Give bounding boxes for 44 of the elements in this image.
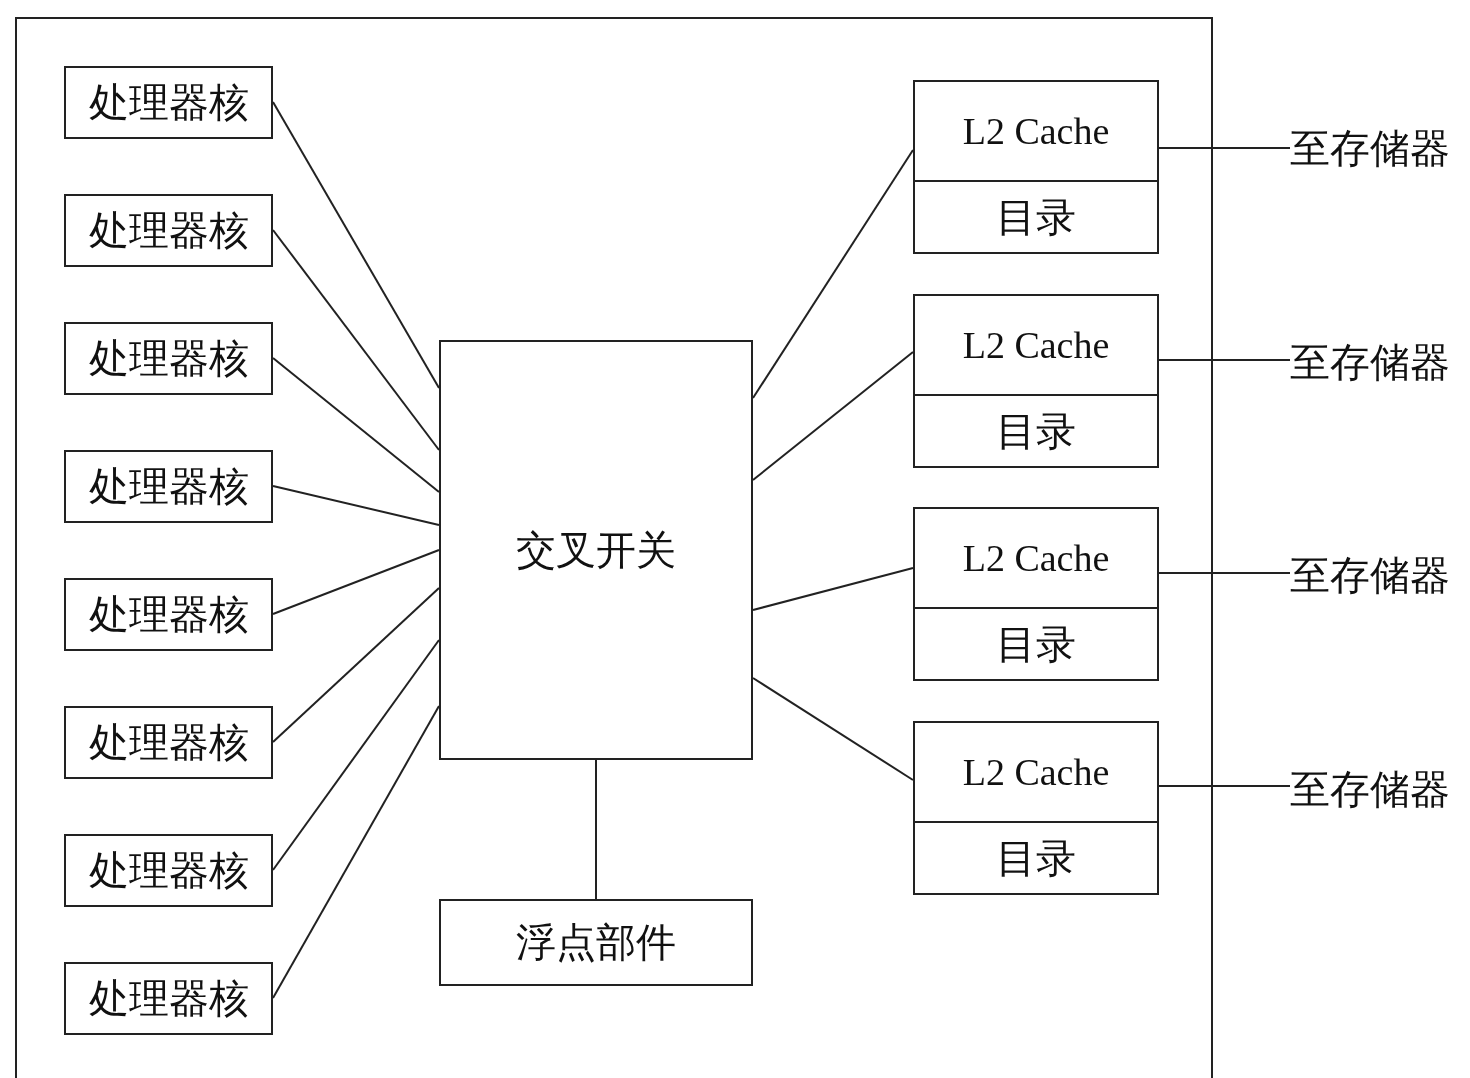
core-box: 处理器核	[64, 706, 273, 779]
connector-line	[272, 229, 440, 451]
cache-section: L2 Cache	[915, 723, 1157, 823]
connector-line	[272, 639, 440, 871]
connector-line	[272, 705, 440, 999]
core-box: 处理器核	[64, 322, 273, 395]
core-box: 处理器核	[64, 578, 273, 651]
directory-section: 目录	[915, 609, 1157, 679]
connector-line	[272, 587, 440, 743]
connector-line	[272, 485, 440, 526]
core-box: 处理器核	[64, 194, 273, 267]
cache-section: L2 Cache	[915, 82, 1157, 182]
connector-line	[595, 759, 597, 900]
directory-section: 目录	[915, 396, 1157, 466]
cache-box	[913, 507, 1159, 681]
core-box: 处理器核	[64, 834, 273, 907]
core-box: 处理器核	[64, 962, 273, 1035]
connector-line	[272, 357, 440, 493]
cache-box	[913, 80, 1159, 254]
core-box: 处理器核	[64, 450, 273, 523]
connector-line	[1158, 147, 1291, 149]
directory-section: 目录	[915, 182, 1157, 252]
cache-box	[913, 294, 1159, 468]
connector-line	[1158, 359, 1291, 361]
connector-line	[272, 549, 440, 615]
memory-label: 至存储器	[1290, 336, 1470, 388]
core-box: 处理器核	[64, 66, 273, 139]
connector-line	[1158, 572, 1291, 574]
connector-line	[752, 677, 914, 781]
connector-line	[272, 101, 440, 389]
cache-section: L2 Cache	[915, 509, 1157, 609]
memory-label: 至存储器	[1290, 549, 1470, 601]
connector-line	[752, 567, 914, 611]
cache-box	[913, 721, 1159, 895]
chip-frame	[15, 17, 1213, 1078]
memory-label: 至存储器	[1290, 122, 1470, 174]
cache-section: L2 Cache	[915, 296, 1157, 396]
crossbar-box: 交叉开关	[439, 340, 753, 760]
memory-label: 至存储器	[1290, 763, 1470, 815]
connector-line	[1158, 785, 1291, 787]
connector-line	[752, 149, 914, 399]
directory-section: 目录	[915, 823, 1157, 893]
fpu-box: 浮点部件	[439, 899, 753, 986]
connector-line	[752, 351, 914, 481]
